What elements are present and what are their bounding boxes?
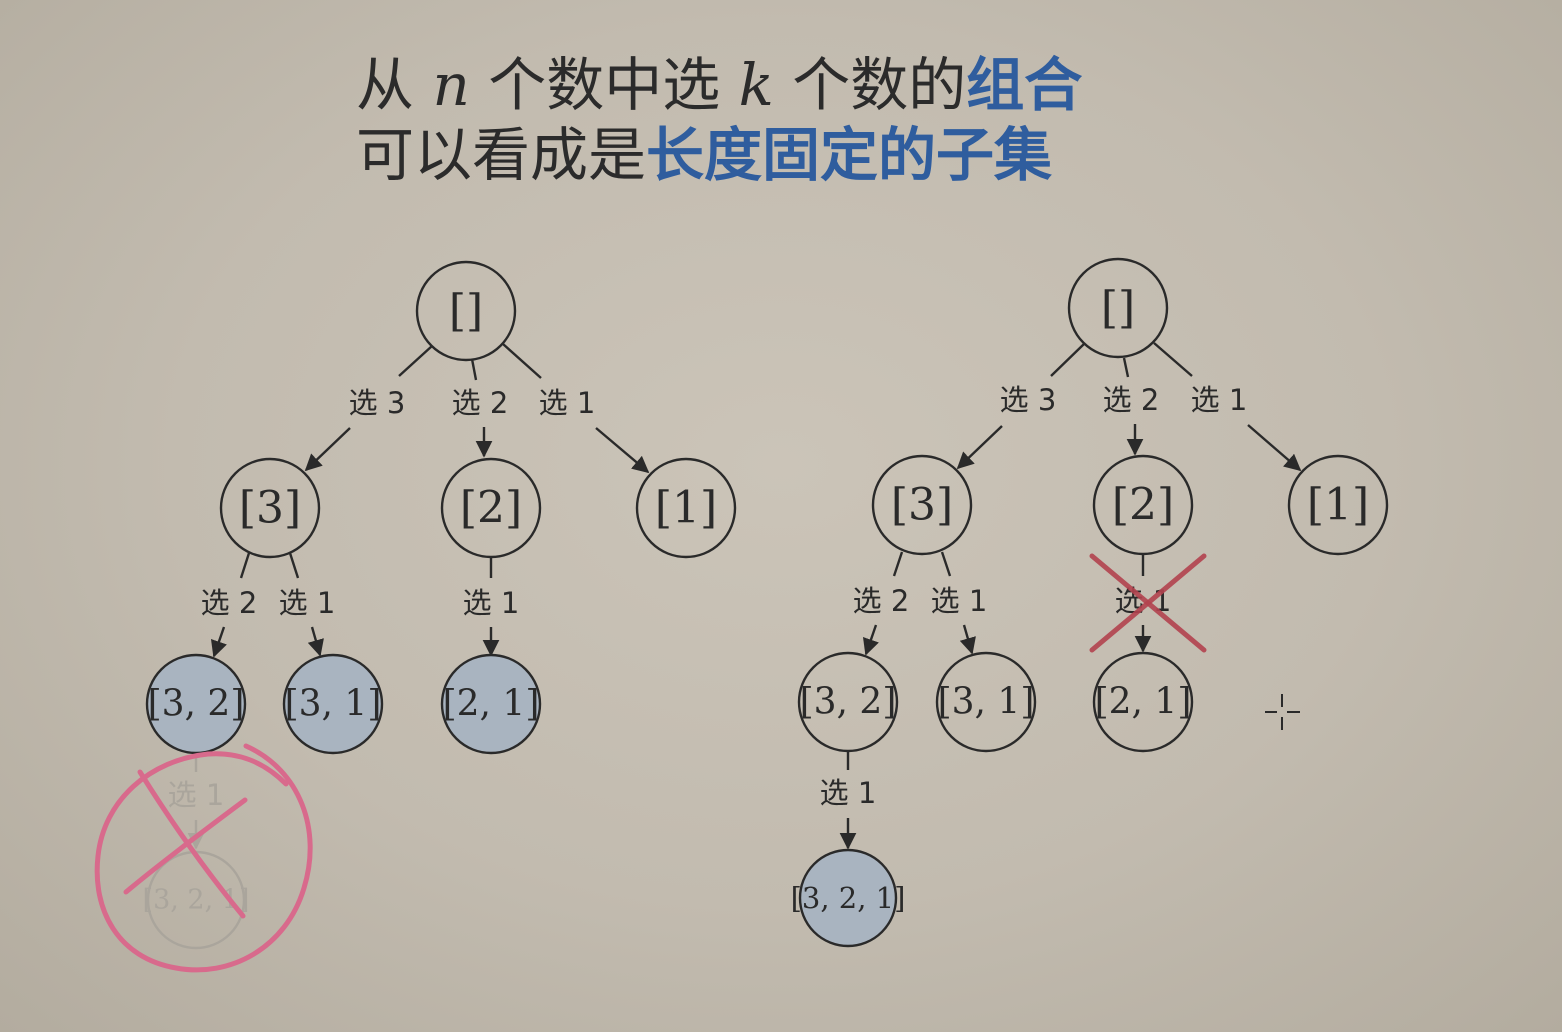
left-node-root: [] (415, 260, 517, 362)
crosshair-cursor-icon (1265, 694, 1300, 730)
cross-icon (123, 797, 248, 895)
right-edge-2-1: 选 1 (1115, 555, 1171, 653)
edge-label: 选 2 (1103, 383, 1160, 417)
right-node-1: [1] (1287, 454, 1389, 556)
node-label: [1] (655, 483, 717, 534)
edge-label: 选 3 (349, 386, 406, 420)
right-edge-3-2: 选 2 (853, 551, 910, 656)
right-edge-3-1: 选 1 (931, 551, 988, 655)
left-node-2-1: [2, 1] (440, 653, 542, 755)
pink-circle-icon (94, 743, 313, 973)
edge-label: 选 1 (820, 776, 877, 810)
edge-label: 选 2 (853, 584, 910, 618)
edge-label: 选 1 (168, 778, 225, 812)
node-label: [3, 2, 1] (791, 881, 906, 915)
left-edge-3-1: 选 1 (279, 552, 336, 657)
right-edge-root-3: 选 3 (956, 343, 1085, 470)
node-label: [2, 1] (1095, 682, 1192, 723)
node-label: [] (1101, 283, 1135, 334)
node-label: [3] (891, 480, 953, 531)
edge-label: 选 2 (201, 586, 258, 620)
left-edge-2-1: 选 1 (463, 557, 520, 657)
node-label: [3, 2, 1] (143, 885, 250, 916)
slide-title: 从 n 个数中选 k 个数的组合 可以看成是长度固定的子集 (356, 50, 1082, 190)
edge-label: 选 1 (539, 386, 596, 420)
left-node-3-2: [3, 2] (145, 653, 247, 755)
right-edge-root-2: 选 2 (1103, 357, 1160, 456)
right-edge-root-1: 选 1 (1153, 342, 1302, 472)
node-label: [3, 2] (148, 684, 245, 725)
pruned-edge-cross-icon (1089, 553, 1207, 653)
left-edge-root-2: 选 2 (452, 358, 509, 458)
right-node-2: [2] (1092, 454, 1194, 556)
edge-label: 选 3 (1000, 383, 1057, 417)
edge-label: 选 1 (463, 586, 520, 620)
node-label: [3] (239, 483, 301, 534)
node-label: [2] (1112, 480, 1174, 531)
right-node-3: [3] (871, 454, 973, 556)
left-edge-32-1-pruned: 选 1 (168, 752, 225, 850)
node-label: [2, 1] (443, 684, 540, 725)
edge-label: 选 2 (452, 386, 509, 420)
right-node-2-1: [2, 1] (1092, 651, 1194, 753)
left-node-3: [3] (219, 457, 321, 559)
left-edge-3-2: 选 2 (201, 552, 258, 658)
edge-label: 选 1 (1191, 383, 1248, 417)
right-edge-32-1: 选 1 (820, 750, 877, 850)
left-node-3-2-1-pruned: [3, 2, 1] (143, 850, 250, 950)
right-tree: 选 3 选 2 选 1 选 2 选 1 选 1 (791, 257, 1389, 948)
node-label: [1] (1307, 480, 1369, 531)
pruned-branch-mark (94, 743, 313, 973)
edge-label: 选 1 (931, 584, 988, 618)
left-tree: 选 3 选 2 选 1 选 2 选 1 选 1 (94, 260, 737, 973)
title-line-2: 可以看成是长度固定的子集 (356, 121, 1053, 189)
left-node-1: [1] (635, 457, 737, 559)
left-edge-root-3: 选 3 (304, 345, 433, 472)
right-node-3-1: [3, 1] (935, 651, 1037, 753)
title-line-1: 从 n 个数中选 k 个数的组合 (356, 51, 1083, 119)
edge-label: 选 1 (279, 586, 336, 620)
left-edge-root-1: 选 1 (502, 343, 650, 474)
node-label: [3, 1] (285, 684, 382, 725)
node-label: [2] (460, 483, 522, 534)
node-label: [] (449, 286, 483, 337)
right-node-3-2: [3, 2] (797, 651, 899, 753)
right-node-root: [] (1067, 257, 1169, 359)
left-node-3-1: [3, 1] (282, 653, 384, 755)
node-label: [3, 1] (938, 682, 1035, 723)
node-label: [3, 2] (800, 682, 897, 723)
right-node-3-2-1: [3, 2, 1] (791, 848, 906, 948)
left-node-2: [2] (440, 457, 542, 559)
